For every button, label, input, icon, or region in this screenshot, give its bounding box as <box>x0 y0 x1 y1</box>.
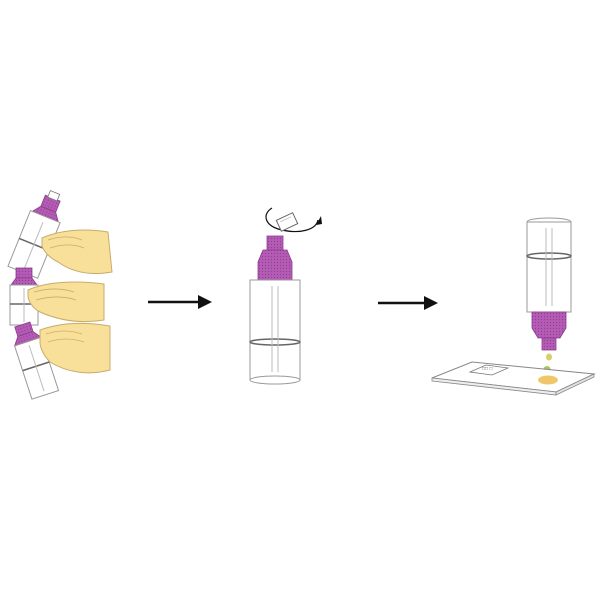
dropper-tip <box>266 235 284 251</box>
slide-icon: □□ □ <box>431 361 596 396</box>
step-dispense: □□ □ <box>431 217 596 396</box>
dropper-tip <box>541 337 557 351</box>
step-open-cap <box>249 207 322 385</box>
cap-icon <box>531 311 567 339</box>
cap-lid-icon <box>47 190 61 202</box>
tube-body <box>249 279 301 381</box>
hand-bottom <box>39 322 111 374</box>
svg-text:□□ □: □□ □ <box>482 366 492 372</box>
hand-middle <box>27 281 105 323</box>
arrow-right-icon <box>148 295 212 309</box>
cap-icon <box>15 267 33 279</box>
arrow-right-icon <box>378 296 438 310</box>
step-mix <box>7 190 113 400</box>
sample-spot <box>538 375 558 385</box>
tube-body <box>526 221 572 313</box>
cap-icon <box>257 249 293 281</box>
cap-lid-icon <box>275 212 299 232</box>
tube-bottom <box>13 321 60 400</box>
drop-icon <box>546 353 552 361</box>
hand-top <box>41 229 113 275</box>
